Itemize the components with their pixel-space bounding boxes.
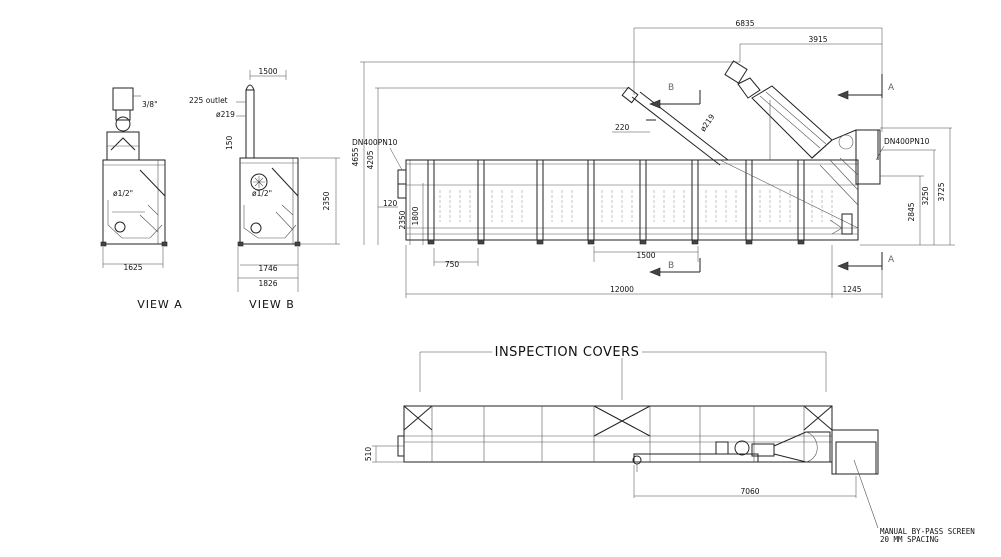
view-b-label: VIEW B <box>249 298 295 311</box>
dim-4655: 4655 <box>351 147 360 166</box>
view-b-pipe-label: ø1/2" <box>252 189 272 198</box>
view-b-dia-label: ø219 <box>216 110 235 119</box>
bypass-note-line1: MANUAL BY-PASS SCREEN <box>880 527 975 536</box>
dim-2350-side: 2350 <box>398 210 407 229</box>
dim-3250: 3250 <box>921 186 930 205</box>
dim-4205: 4205 <box>366 150 375 169</box>
dim-510: 510 <box>364 447 373 462</box>
dim-12000: 12000 <box>610 285 634 294</box>
bypass-note-line2: 20 MM SPACING <box>880 535 939 544</box>
plan-view: INSPECTION COVERS <box>364 345 975 544</box>
dim-2845: 2845 <box>907 202 916 221</box>
dn-right: DN400PN10 <box>884 137 930 146</box>
view-b: 1500 225 outlet ø219 150 2350 ø1/2" 1746 <box>189 67 340 311</box>
section-b-label-bottom: B <box>668 261 674 271</box>
view-b-top-dim: 1500 <box>258 67 277 76</box>
tank-feet <box>427 239 805 245</box>
dim-3725: 3725 <box>937 182 946 201</box>
dim-1500: 1500 <box>636 251 655 260</box>
section-a-label-bottom: A <box>888 255 895 265</box>
view-a-width-dim: 1625 <box>123 263 142 272</box>
dn-left: DN400PN10 <box>352 138 398 147</box>
plan-frame-posts <box>431 406 805 462</box>
section-marker-a-bottom: A <box>837 252 895 271</box>
section-marker-b-bottom: B <box>649 258 701 277</box>
section-a-label-top: A <box>888 83 895 93</box>
dim-3915: 3915 <box>808 35 827 44</box>
view-b-height-2350: 2350 <box>322 191 331 210</box>
inclined-screw-conveyor-left: 220 ø219 <box>612 86 859 229</box>
dim-120: 120 <box>383 199 398 208</box>
section-marker-a-top: A <box>837 74 895 100</box>
dim-7060: 7060 <box>740 487 759 496</box>
section-marker-b-top: B <box>649 83 701 109</box>
side-elevation: 6835 3915 4655 4205 DN400PN10 DN400PN10 … <box>351 19 955 298</box>
dia-219: ø219 <box>698 112 716 133</box>
view-b-dim-1826: 1826 <box>258 279 277 288</box>
dim-1800: 1800 <box>411 206 420 225</box>
dim-1245: 1245 <box>842 285 861 294</box>
section-b-label-top: B <box>668 83 674 93</box>
dim-6835: 6835 <box>735 19 754 28</box>
view-a-pipe-label: ø1/2" <box>113 189 133 198</box>
dim-220: 220 <box>615 123 630 132</box>
view-b-dim-1746: 1746 <box>258 264 277 273</box>
view-a-label: VIEW A <box>137 298 183 311</box>
inclined-screw-conveyor-right <box>724 60 881 235</box>
view-b-height-150: 150 <box>225 135 234 150</box>
dim-750: 750 <box>445 260 460 269</box>
view-a: 1625 ø1/2" 3/8" VIEW A <box>100 87 183 311</box>
view-b-outlet-label: 225 outlet <box>189 96 228 105</box>
inspection-covers-label: INSPECTION COVERS <box>495 345 640 360</box>
view-a-valve-label: 3/8" <box>142 100 158 109</box>
